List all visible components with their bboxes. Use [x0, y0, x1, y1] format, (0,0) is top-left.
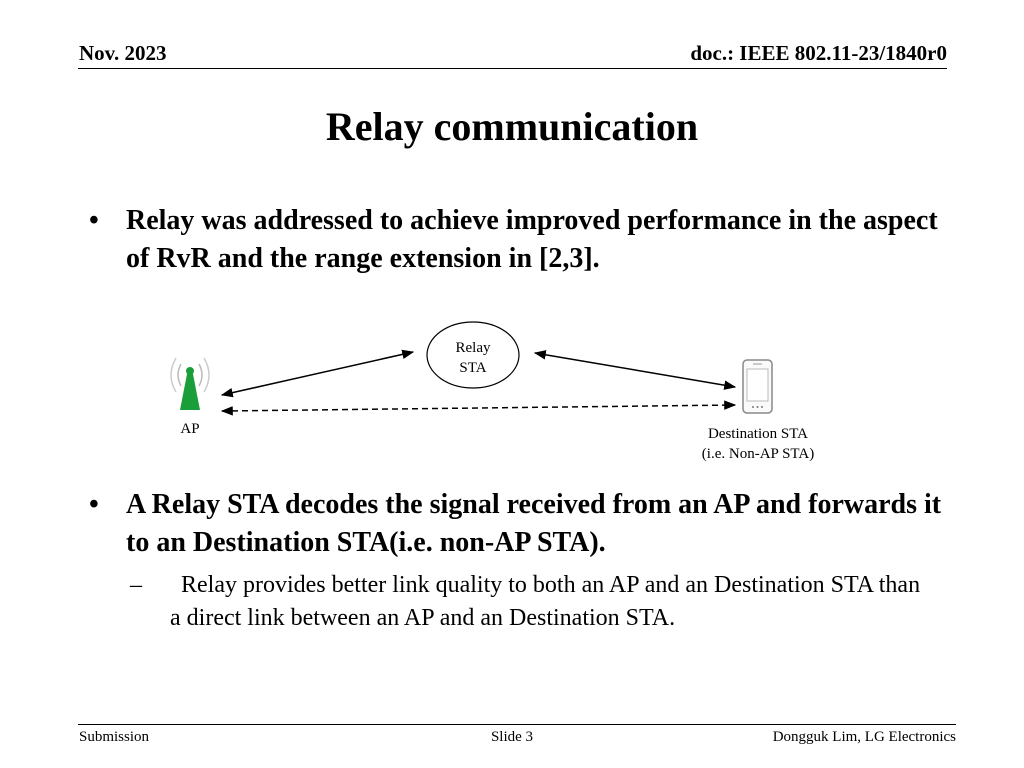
bullet-text: Relay was addressed to achieve improved …	[126, 205, 938, 274]
header-doc-id: doc.: IEEE 802.11-23/1840r0	[690, 41, 947, 65]
direct-link-arrow	[220, 400, 737, 416]
sub-bullet-marker: –	[130, 572, 142, 598]
relay-sta-node	[426, 321, 520, 389]
slide-title: Relay communication	[325, 104, 699, 149]
footer-slide-number: Slide 3	[490, 729, 534, 745]
dest-label-line2: (i.e. Non-AP STA)	[701, 446, 815, 462]
relay-dest-link-arrow	[533, 350, 737, 390]
ap-label: AP	[180, 421, 200, 437]
header-rule	[78, 68, 947, 69]
header-date: Nov. 2023	[79, 41, 167, 65]
footer-author: Dongguk Lim, LG Electronics	[772, 729, 956, 745]
antenna-tower-icon	[170, 357, 210, 410]
footer-submission: Submission	[79, 729, 150, 745]
smartphone-icon	[742, 359, 773, 414]
relay-label-line1: Relay	[455, 340, 491, 356]
bullet-marker: •	[89, 205, 99, 236]
sub-bullet-text: Relay provides better link quality to bo…	[170, 572, 921, 631]
dest-label-line1: Destination STA	[707, 426, 809, 442]
ap-relay-link-arrow	[220, 349, 415, 398]
footer-rule	[78, 724, 956, 725]
relay-label-line2: STA	[459, 360, 487, 376]
bullet-marker: •	[89, 489, 99, 520]
bullet-text: A Relay STA decodes the signal received …	[126, 489, 942, 558]
